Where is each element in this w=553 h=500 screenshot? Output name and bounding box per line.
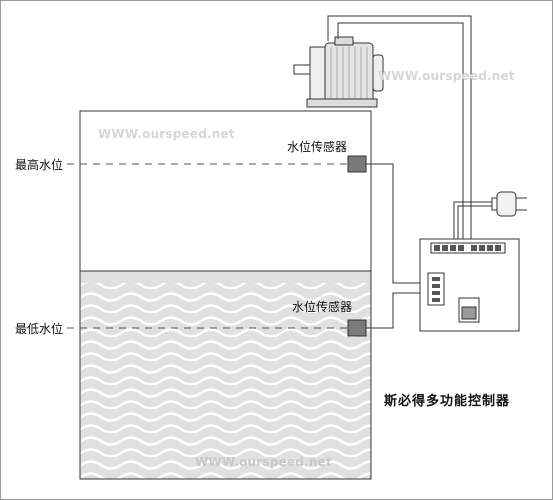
water-tank bbox=[79, 110, 372, 480]
relay-icon bbox=[458, 297, 480, 323]
min-level-label: 最低水位 bbox=[15, 322, 64, 336]
motor-cable bbox=[327, 15, 472, 243]
water-body bbox=[80, 271, 371, 479]
motor-icon bbox=[293, 36, 384, 108]
controller-title: 斯必得多功能控制器 bbox=[384, 394, 511, 409]
sensor-bottom bbox=[347, 319, 367, 337]
watermark: WWW.ourspeed.net bbox=[98, 127, 235, 141]
power-plug-icon bbox=[491, 191, 527, 217]
sensor-wires bbox=[366, 163, 428, 329]
max-level-label: 最高水位 bbox=[15, 158, 64, 172]
watermark: WWW.ourspeed.net bbox=[378, 69, 515, 83]
watermark: WWW.ourspeed.net bbox=[195, 455, 332, 469]
power-cable bbox=[453, 201, 493, 243]
sensor-terminal-icon bbox=[427, 272, 445, 306]
terminal-block-icon bbox=[430, 242, 506, 254]
sensor-top bbox=[347, 155, 367, 173]
sensor-bottom-label: 水位传感器 bbox=[292, 300, 353, 314]
sensor-top-label: 水位传感器 bbox=[287, 140, 348, 154]
